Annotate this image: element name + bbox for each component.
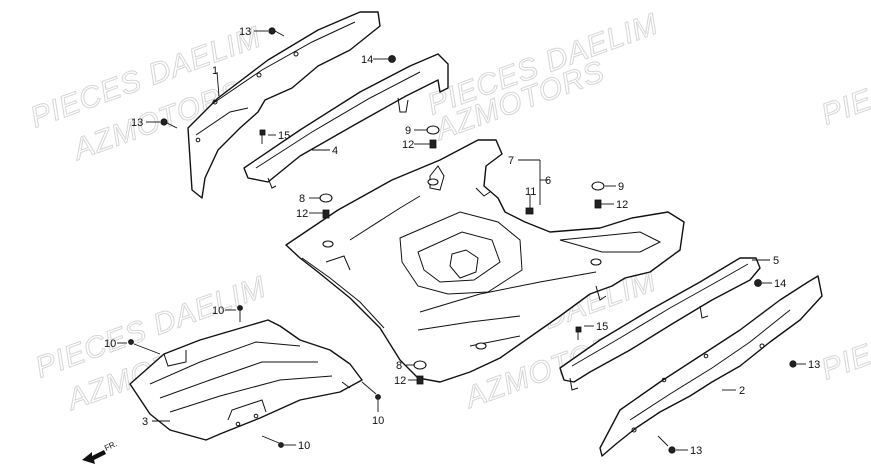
callout-8: 8 [299,193,305,205]
part-3-undercover [129,319,363,441]
callout-14: 14 [774,278,786,290]
callout-6: 6 [545,175,551,187]
callout-5: 5 [773,255,779,267]
callout-13: 13 [131,117,143,129]
callout-12: 12 [402,139,414,151]
callout-12: 12 [296,208,308,220]
callout-10: 10 [372,415,384,427]
front-label: FR. [103,439,118,453]
callout-2: 2 [739,385,745,397]
callout-3: 3 [142,416,148,428]
callout-10: 10 [298,440,310,452]
callout-labels: 13 13 1 14 15 4 9 12 8 12 7 6 11 9 12 10… [104,26,820,457]
callout-11: 11 [525,186,536,198]
callout-1: 1 [212,65,218,77]
callout-9: 9 [405,125,411,137]
part-1-left-side-cover [187,11,381,199]
callout-7: 7 [508,155,514,167]
callout-12: 12 [394,375,406,387]
callout-15: 15 [278,130,290,142]
callout-10: 10 [104,338,116,350]
callout-12: 12 [616,199,628,211]
part-2-right-side-cover [599,275,823,457]
part-4-left-rail [243,53,449,189]
fasteners [128,27,797,454]
watermark-text: PIECES DAELIM [817,17,871,131]
callout-13: 13 [690,445,702,457]
front-arrow-icon [82,450,106,464]
part-5-right-rail [559,257,761,391]
callout-14: 14 [361,54,373,66]
callout-15: 15 [596,321,608,333]
callout-13: 13 [239,26,251,38]
callout-4: 4 [332,145,338,157]
leader-lines [117,30,806,451]
part-6-floor-panel [285,139,685,383]
callout-8: 8 [396,360,402,372]
watermark-text: PIECES DAELIM [817,272,871,386]
front-direction-indicator: FR. [82,439,119,464]
callout-9: 9 [618,181,624,193]
callout-10: 10 [212,305,224,317]
callout-13: 13 [808,359,820,371]
